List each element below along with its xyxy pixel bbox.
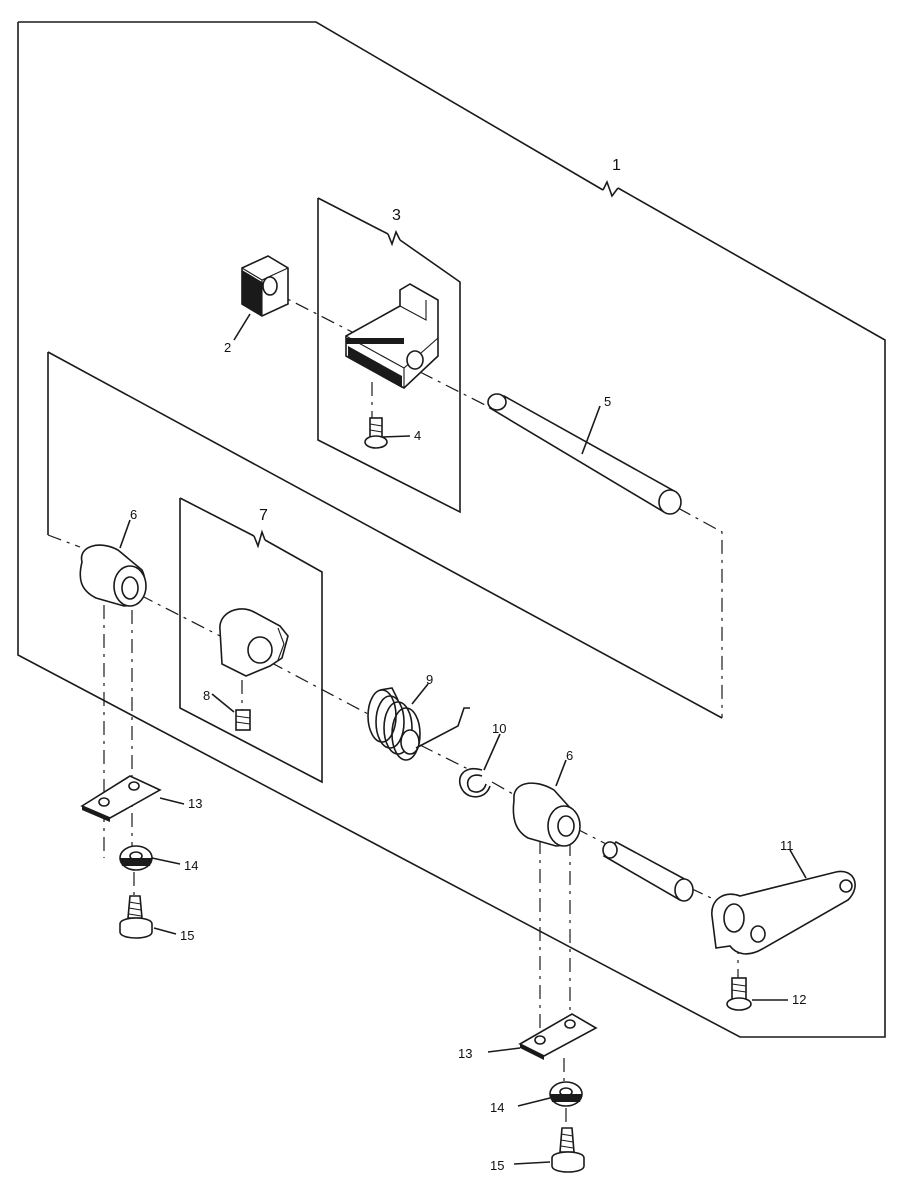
callout-8: 8 bbox=[203, 688, 210, 703]
part-14-washer-left bbox=[119, 845, 181, 871]
part-7-cam-plate bbox=[219, 608, 289, 677]
callout-7: 7 bbox=[259, 507, 268, 524]
callout-4: 4 bbox=[414, 428, 421, 443]
callout-2: 2 bbox=[224, 340, 231, 355]
assembly-1-boundary bbox=[17, 21, 886, 1038]
part-9-torsion-spring bbox=[367, 683, 470, 761]
callout-9: 9 bbox=[426, 672, 433, 687]
callout-6-left: 6 bbox=[130, 507, 137, 522]
assembly-7-boundary bbox=[179, 497, 323, 784]
callout-12: 12 bbox=[792, 992, 806, 1007]
part-3-block bbox=[345, 283, 439, 389]
part-13-bracket-right bbox=[487, 1013, 598, 1060]
part-6-bushing-left bbox=[79, 519, 147, 607]
part-10-e-ring bbox=[458, 733, 501, 798]
part-6-bushing-right bbox=[512, 759, 581, 847]
part-13-bracket-left bbox=[80, 775, 185, 822]
part-2-square-nut bbox=[241, 255, 289, 317]
part-11-pin-and-arm bbox=[602, 840, 856, 955]
callout-15-right: 15 bbox=[490, 1158, 504, 1173]
callout-6-right: 6 bbox=[566, 748, 573, 763]
callout-13-right: 13 bbox=[458, 1046, 472, 1061]
callout-14-right: 14 bbox=[490, 1100, 504, 1115]
part-5-shaft bbox=[487, 393, 682, 515]
part-12-screw bbox=[726, 977, 788, 1011]
callout-14-left: 14 bbox=[184, 858, 198, 873]
assembly-3-boundary bbox=[317, 197, 461, 514]
callout-5: 5 bbox=[604, 394, 611, 409]
part-15-tapping-screw-left bbox=[119, 895, 177, 939]
part-4-screw bbox=[364, 417, 411, 449]
callout-11: 11 bbox=[780, 838, 794, 853]
callout-labels: 1 2 3 4 5 6 6 7 8 9 10 11 12 13 13 14 14… bbox=[130, 157, 806, 1173]
centre-lines bbox=[103, 289, 739, 1130]
part-8-set-screw bbox=[211, 693, 251, 731]
callout-3: 3 bbox=[392, 207, 401, 224]
callout-13-left: 13 bbox=[188, 796, 202, 811]
callout-15-left: 15 bbox=[180, 928, 194, 943]
part-14-washer-right bbox=[517, 1081, 583, 1107]
callout-10: 10 bbox=[492, 721, 506, 736]
callout-1: 1 bbox=[612, 157, 621, 174]
part-15-tapping-screw-right bbox=[513, 1127, 585, 1173]
inner-panel-boundary bbox=[47, 351, 723, 719]
